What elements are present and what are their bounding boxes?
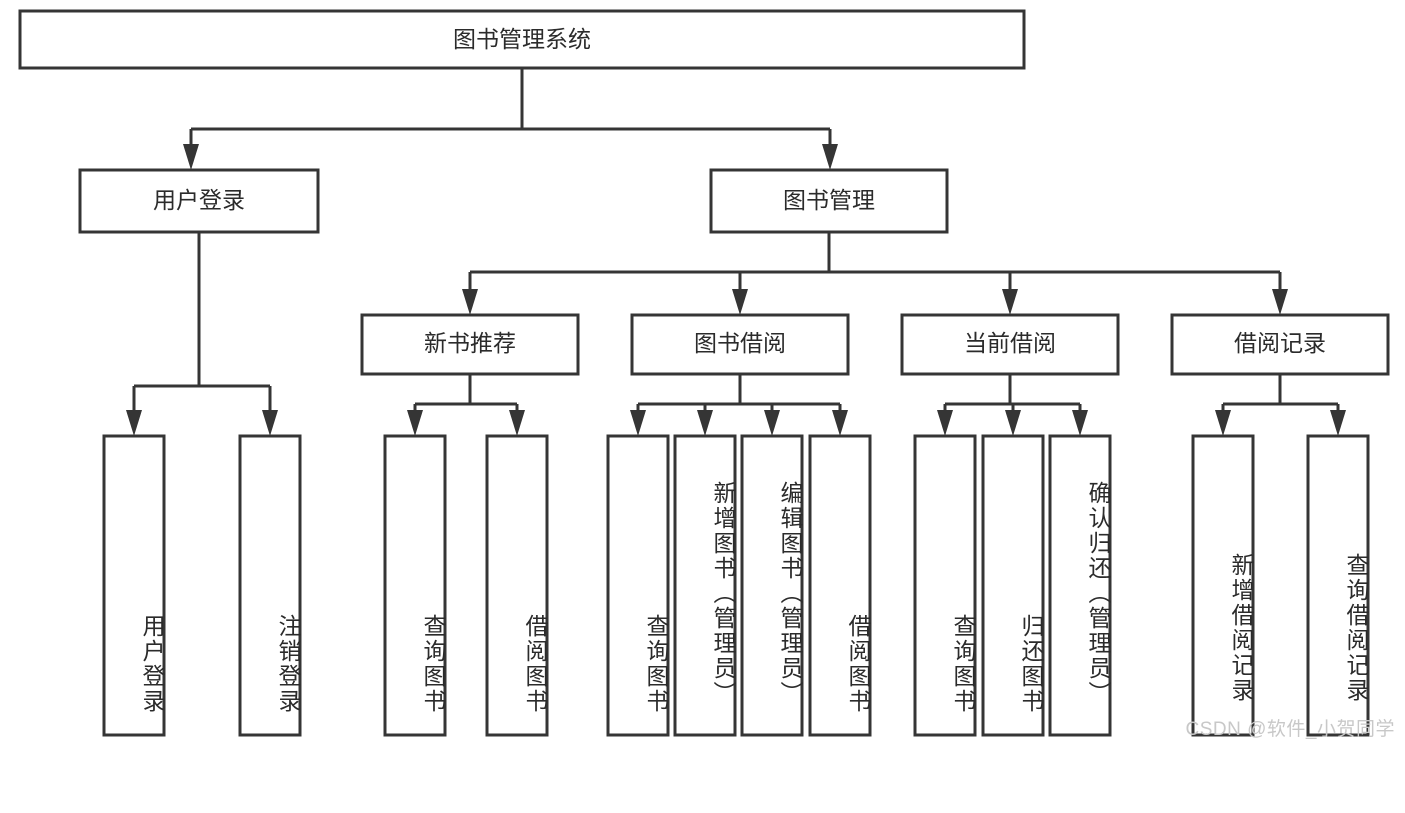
node-book-manage-label: 图书管理	[783, 187, 875, 213]
node-new-book-rec[interactable]: 新书推荐	[360, 313, 580, 376]
arrow-head-icon	[1215, 410, 1231, 436]
node-root-label: 图书管理系统	[453, 26, 591, 52]
leaf-box-borrow-book-2[interactable]	[808, 434, 872, 737]
leaf-box-query-book-1[interactable]	[383, 434, 447, 737]
arrow-head-icon	[732, 289, 748, 315]
arrow-head-icon	[462, 289, 478, 315]
node-borrow-record[interactable]: 借阅记录	[1170, 313, 1390, 376]
connector-borrow-record-leaves	[1215, 374, 1346, 436]
leaf-box-borrow-book-1[interactable]	[485, 434, 549, 737]
connector-book-borrow-leaves	[630, 374, 848, 436]
arrow-head-icon	[1330, 410, 1346, 436]
leaf-box-user-logout[interactable]	[238, 434, 302, 737]
node-current-borrow-label: 当前借阅	[964, 330, 1056, 356]
arrow-head-icon	[1002, 289, 1018, 315]
node-user-login[interactable]: 用户登录	[78, 168, 320, 234]
connector-new-book-rec-leaves	[407, 374, 525, 436]
leaf-box-confirm-return[interactable]	[1048, 434, 1112, 737]
leaf-box-edit-book[interactable]	[740, 434, 804, 737]
node-new-book-rec-label: 新书推荐	[424, 330, 516, 356]
csdn-watermark: CSDN @软件_小贺同学	[1185, 719, 1395, 740]
leaf-box-add-record[interactable]	[1191, 434, 1255, 737]
arrow-head-icon	[183, 144, 199, 170]
leaf-box-return-book[interactable]	[981, 434, 1045, 737]
connector-book-manage-children	[462, 232, 1288, 315]
arrow-head-icon	[764, 410, 780, 436]
node-book-borrow[interactable]: 图书借阅	[630, 313, 850, 376]
arrow-head-icon	[1005, 410, 1021, 436]
arrow-head-icon	[1072, 410, 1088, 436]
arrow-head-icon	[262, 410, 278, 436]
node-current-borrow[interactable]: 当前借阅	[900, 313, 1120, 376]
connector-current-borrow-leaves	[937, 374, 1088, 436]
arrow-head-icon	[937, 410, 953, 436]
arrow-head-icon	[832, 410, 848, 436]
node-borrow-record-label: 借阅记录	[1234, 330, 1326, 356]
leaf-box-query-book-2[interactable]	[606, 434, 670, 737]
node-root-box[interactable]	[18, 9, 1026, 70]
arrow-head-icon	[509, 410, 525, 436]
node-current-borrow-box[interactable]	[900, 313, 1120, 376]
connector-user-login-leaves	[126, 232, 278, 436]
leaf-box-query-record[interactable]	[1306, 434, 1370, 737]
connector-root-bus	[183, 68, 838, 170]
arrow-head-icon	[1272, 289, 1288, 315]
arrow-head-icon	[126, 410, 142, 436]
leaf-box-user-login[interactable]	[102, 434, 166, 737]
flowchart-svg: 图书管理系统 用户登录 图书管理	[18, 9, 1390, 737]
flowchart-canvas: 图书管理系统 用户登录 图书管理	[18, 9, 1395, 740]
arrow-head-icon	[407, 410, 423, 436]
arrow-head-icon	[697, 410, 713, 436]
node-new-book-rec-box[interactable]	[360, 313, 580, 376]
node-root[interactable]: 图书管理系统	[18, 9, 1026, 70]
arrow-head-icon	[822, 144, 838, 170]
leaf-box-query-book-3[interactable]	[913, 434, 977, 737]
node-book-borrow-label: 图书借阅	[694, 330, 786, 356]
node-user-login-box[interactable]	[78, 168, 320, 234]
node-book-manage[interactable]: 图书管理	[709, 168, 949, 234]
leaf-box-add-book[interactable]	[673, 434, 737, 737]
arrow-head-icon	[630, 410, 646, 436]
node-user-login-label: 用户登录	[153, 187, 245, 213]
